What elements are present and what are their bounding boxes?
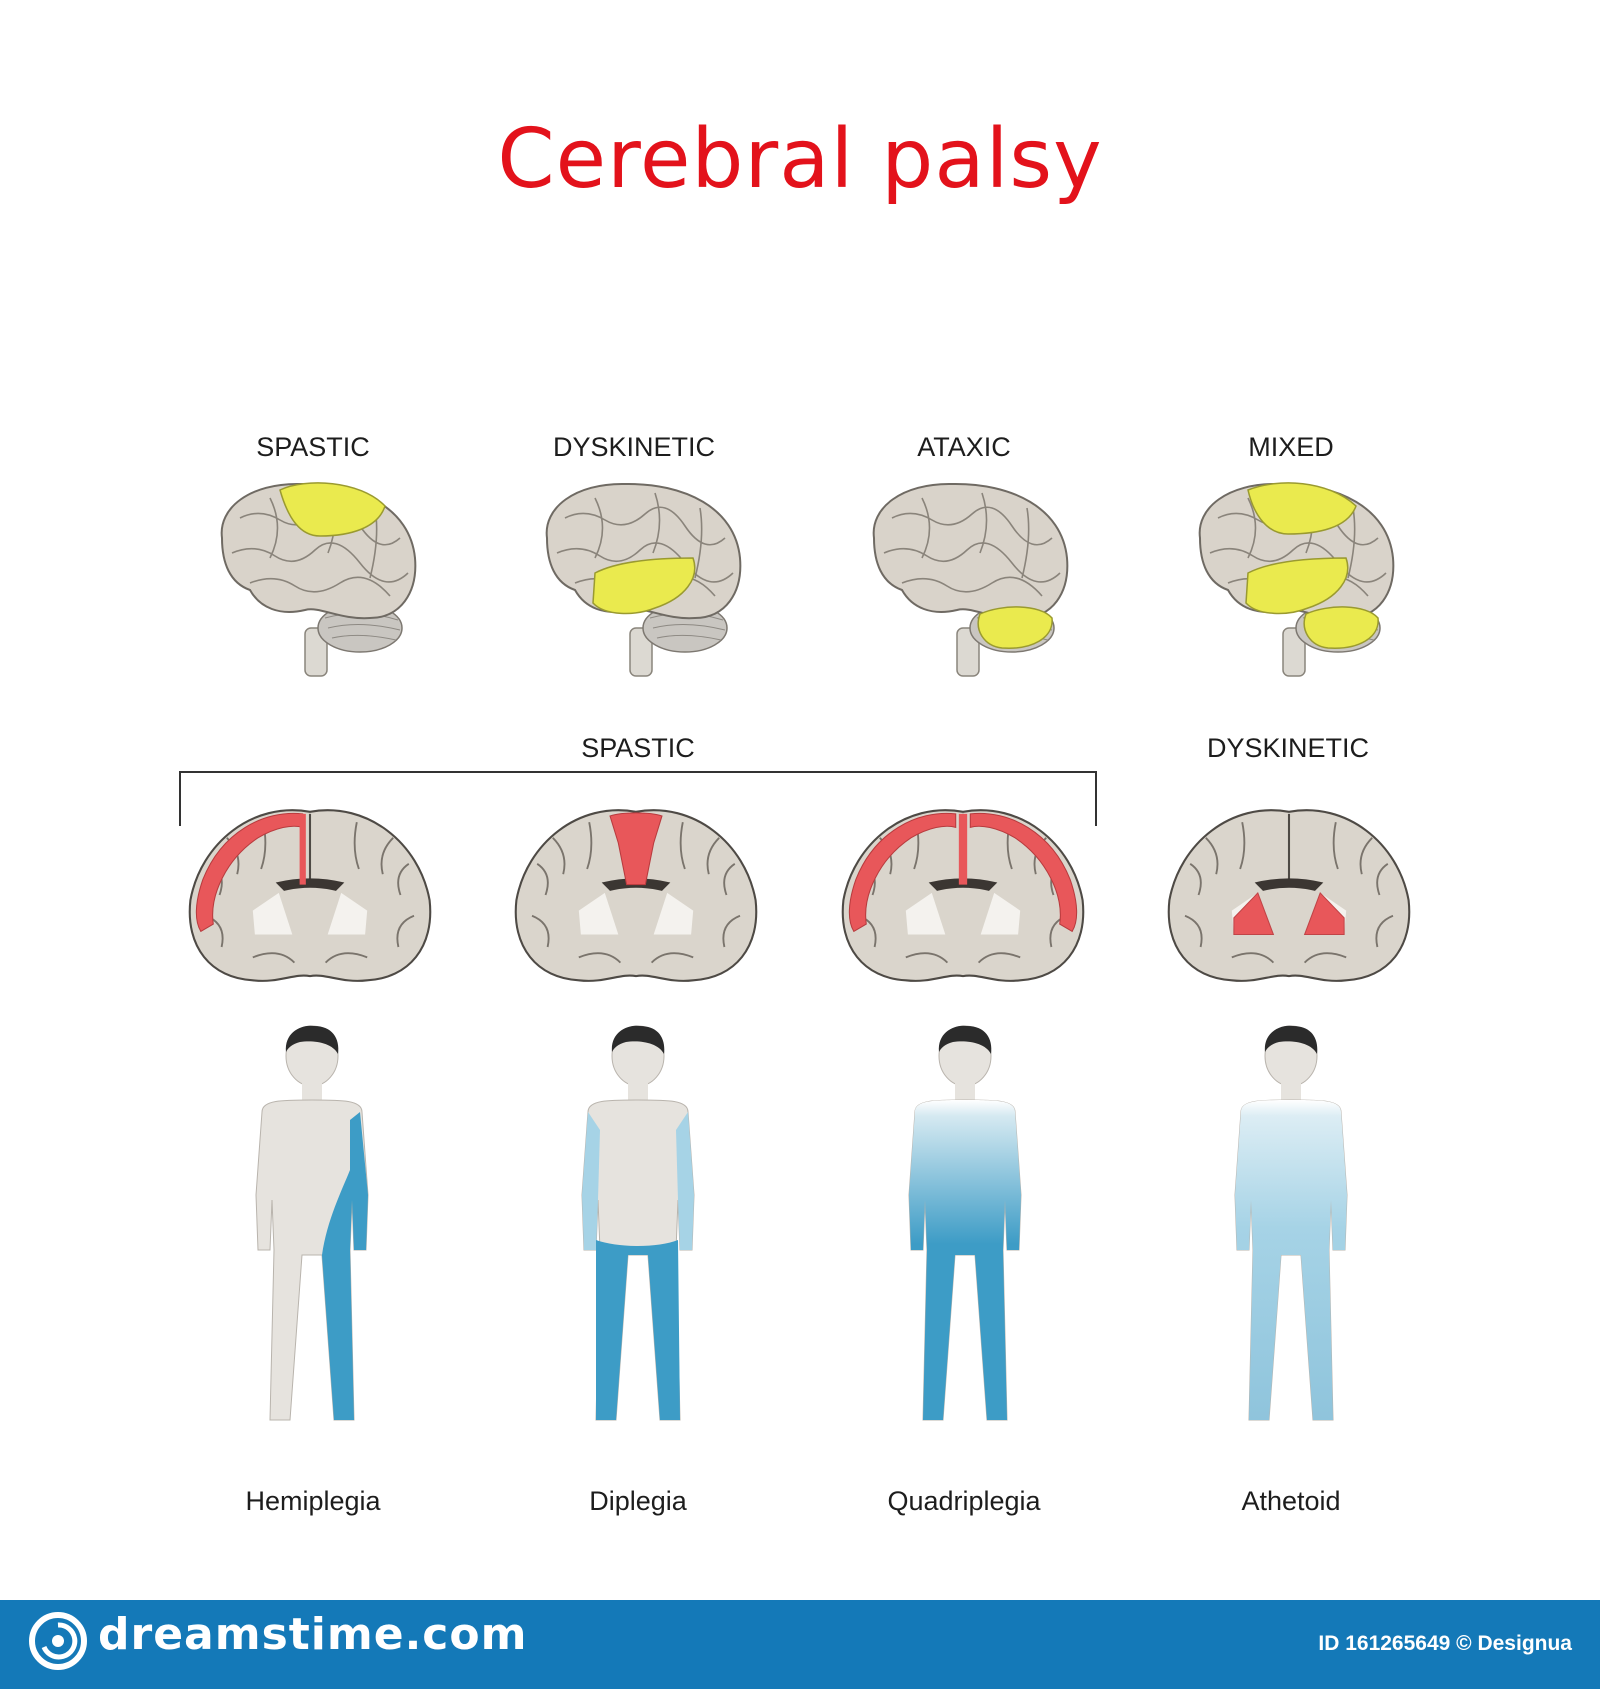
child-figure-hemiplegia (255, 1025, 369, 1421)
coronal-group-label-dyskinetic: DYSKINETIC (1206, 733, 1370, 763)
brain-coronal-diplegia (514, 809, 758, 982)
brain-coronal-athetoid (1167, 809, 1411, 982)
coronal-group-label-spastic: SPASTIC (581, 733, 695, 763)
child-figure-athetoid (1234, 1025, 1348, 1421)
brain-type-label-spastic: SPASTIC (256, 432, 370, 462)
body-type-label-diplegia: Diplegia (589, 1486, 687, 1516)
brain-lateral-mixed (1198, 482, 1395, 677)
page-title: Cerebral palsy (497, 112, 1103, 207)
body-type-label-quadriplegia: Quadriplegia (887, 1486, 1041, 1516)
child-figure-diplegia (581, 1025, 695, 1421)
brain-type-label-dyskinetic: DYSKINETIC (552, 432, 716, 462)
footer-brand: dreamstime.com (98, 1609, 528, 1660)
body-type-label-hemiplegia: Hemiplegia (245, 1486, 381, 1516)
brain-coronal-hemiplegia (188, 809, 432, 982)
spastic-bracket (179, 771, 1097, 826)
body-type-label-athetoid: Athetoid (1241, 1486, 1341, 1516)
brain-lateral-dyskinetic (545, 482, 742, 677)
brain-coronal-quadriplegia (841, 809, 1085, 982)
brain-lateral-spastic (220, 482, 417, 677)
dyskinetic-temporal-highlight (592, 557, 696, 615)
brain-lateral-ataxic (872, 482, 1069, 677)
footer-image-id: ID 161265649 © Designua (1318, 1632, 1572, 1655)
footer-bar (0, 1600, 1600, 1689)
child-figure-quadriplegia (908, 1025, 1022, 1421)
brain-type-label-mixed: MIXED (1248, 432, 1334, 462)
ataxic-cerebellum-highlight (977, 606, 1053, 649)
spastic-motor-highlight (279, 482, 386, 537)
brain-type-label-ataxic: ATAXIC (917, 432, 1011, 462)
dreamstime-logo-icon (29, 1612, 87, 1670)
